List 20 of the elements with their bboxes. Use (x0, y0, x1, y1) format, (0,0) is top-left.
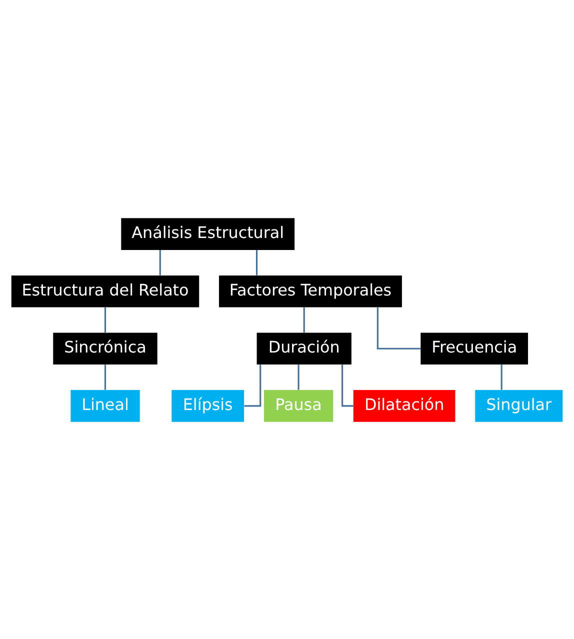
node-box: Dilatación (353, 390, 456, 422)
node-box: Lineal (70, 390, 140, 422)
connector (256, 250, 258, 275)
node-box: Sincrónica (53, 332, 158, 364)
node-box: Análisis Estructural (121, 218, 295, 250)
node-box: Estructura del Relato (11, 274, 200, 307)
connector (342, 364, 354, 406)
connector (500, 364, 502, 390)
connector (159, 250, 161, 275)
connector (104, 364, 106, 390)
connector (376, 306, 421, 349)
node-box: Pausa (264, 390, 334, 422)
connector (298, 364, 300, 390)
connector (104, 306, 106, 332)
connector (303, 306, 305, 332)
node-box: Elípsis (172, 390, 244, 422)
node-box: Singular (475, 390, 563, 422)
node-box: Frecuencia (420, 332, 528, 364)
node-box: Duración (256, 332, 352, 364)
node-box: Factores Temporales (219, 274, 402, 307)
